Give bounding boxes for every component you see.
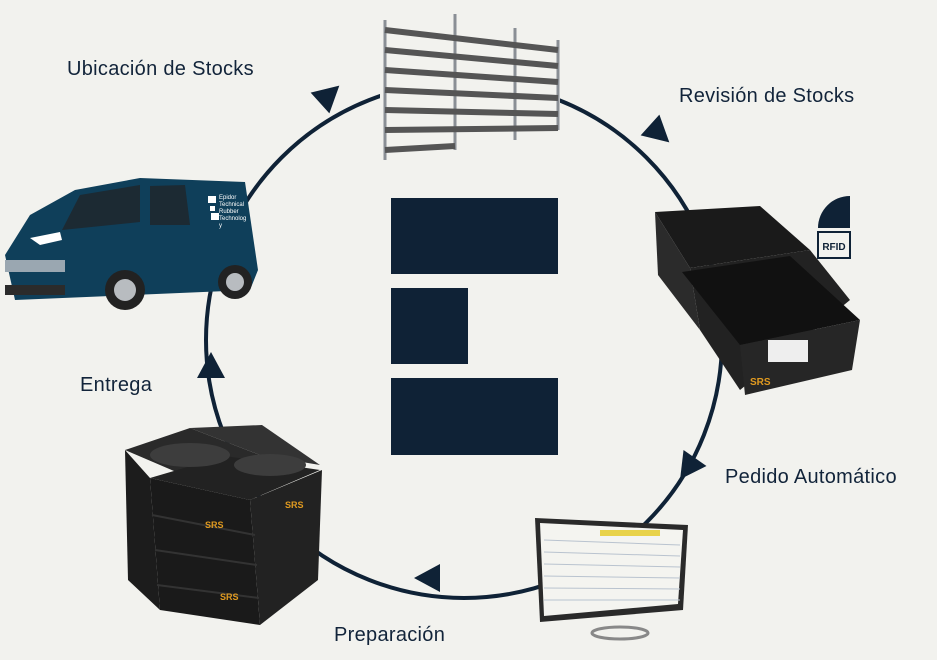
- brand-logo: [391, 198, 558, 455]
- stage-label-revision: Revisión de Stocks: [679, 85, 855, 107]
- crate-brand-label: SRS: [205, 520, 224, 530]
- rfid-icon: RFID: [817, 196, 851, 259]
- crate-brand-label: SRS: [220, 592, 239, 602]
- bin-brand-label: SRS: [750, 377, 771, 388]
- stage-label-entrega: Entrega: [80, 374, 153, 396]
- stacked-crates-image: SRS SRS SRS: [125, 425, 322, 625]
- arrow-icon: [310, 85, 340, 114]
- stage-label-pedido: Pedido Automático: [725, 466, 897, 488]
- crate-brand-label: SRS: [285, 500, 304, 510]
- stage-label-ubicacion: Ubicación de Stocks: [67, 58, 254, 80]
- warehouse-shelving-image: [380, 8, 560, 160]
- arrow-icon: [640, 114, 670, 143]
- storage-bins-image: SRS: [655, 206, 860, 395]
- arrow-icon: [197, 352, 225, 378]
- van-logo-text: Epidor Technical Rubber Technology: [219, 195, 247, 229]
- arrow-icon: [414, 564, 440, 592]
- delivery-van-image: [5, 178, 258, 310]
- rfid-text: RFID: [822, 242, 845, 253]
- stage-label-preparacion: Preparación: [334, 624, 446, 646]
- monitor-image: [535, 518, 688, 641]
- arrow-icon: [680, 449, 707, 480]
